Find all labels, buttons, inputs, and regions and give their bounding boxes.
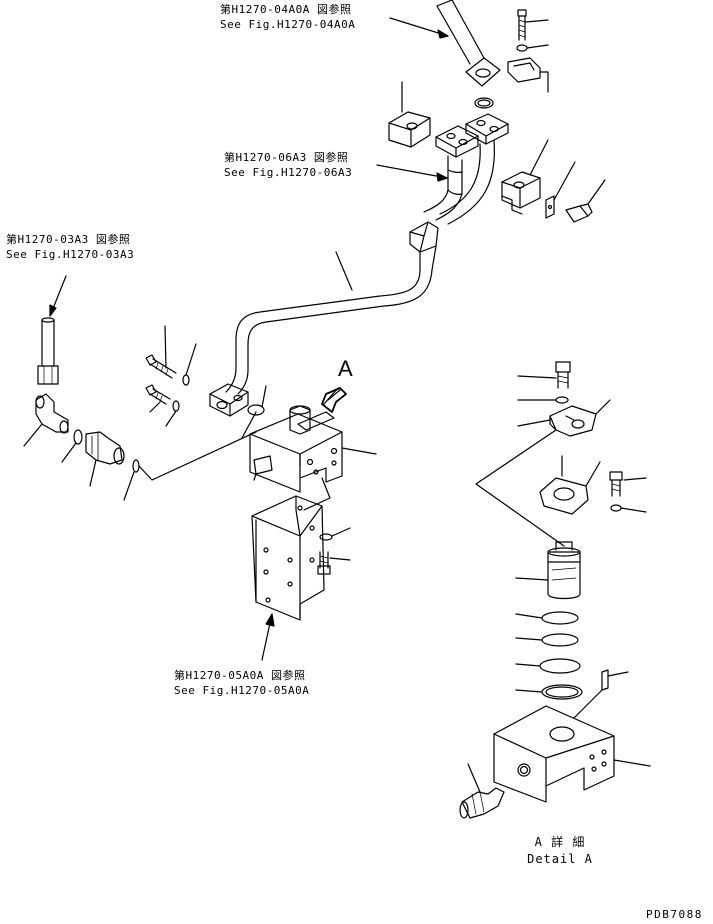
view-a-arrow: [321, 387, 347, 413]
h05a0a-arrowhead: [265, 613, 275, 627]
ref-h03a3-en: See Fig.H1270-03A3: [6, 248, 135, 261]
figure-number: PDB7088: [646, 908, 703, 921]
detail-a-assembly: [459, 361, 651, 819]
valve-bracket-wire: [303, 477, 331, 511]
ref-h03a3-jp: 第H1270-03A3 図参照: [6, 233, 131, 246]
h06a3-leader: [376, 164, 448, 179]
ref-h05a0a-en: See Fig.H1270-05A0A: [174, 684, 310, 697]
upper-hose-assembly: [389, 0, 501, 109]
upper-clamp-plate: [388, 81, 431, 148]
ref-h05a0a-jp: 第H1270-05A0A 図参照: [174, 669, 306, 682]
ref-h05a0a: 第H1270-05A0A 図参照 See Fig.H1270-05A0A: [174, 668, 309, 698]
ref-h06a3-jp: 第H1270-06A3 図参照: [224, 151, 349, 164]
ref-h04a0a-jp: 第H1270-04A0A 図参照: [220, 3, 352, 16]
ref-h04a0a-en: See Fig.H1270-04A0A: [220, 18, 356, 31]
view-a-label: A: [338, 356, 353, 381]
mounting-bracket: [251, 495, 351, 621]
flange-bolts: [145, 325, 197, 427]
detail-a-jp: A 詳 細: [534, 835, 586, 849]
ref-h04a0a: 第H1270-04A0A 図参照 See Fig.H1270-04A0A: [220, 2, 355, 32]
h06a3-arrowhead: [436, 172, 448, 182]
upper-right-fasteners: [507, 9, 549, 93]
ref-h06a3: 第H1270-06A3 図参照 See Fig.H1270-06A3: [224, 150, 352, 180]
tube-flanges: [423, 113, 509, 225]
detail-a-en: Detail A: [527, 852, 593, 866]
h03a3-arrowhead: [49, 304, 57, 317]
detail-a-caption: A 詳 細 Detail A: [510, 834, 610, 868]
ref-h03a3: 第H1270-03A3 図参照 See Fig.H1270-03A3: [6, 232, 134, 262]
main-tube: [209, 221, 439, 417]
valve-block-main: [241, 385, 377, 493]
left-fittings: [23, 317, 257, 501]
right-tube-clamp: [501, 139, 606, 223]
ref-h06a3-en: See Fig.H1270-06A3: [224, 166, 353, 179]
